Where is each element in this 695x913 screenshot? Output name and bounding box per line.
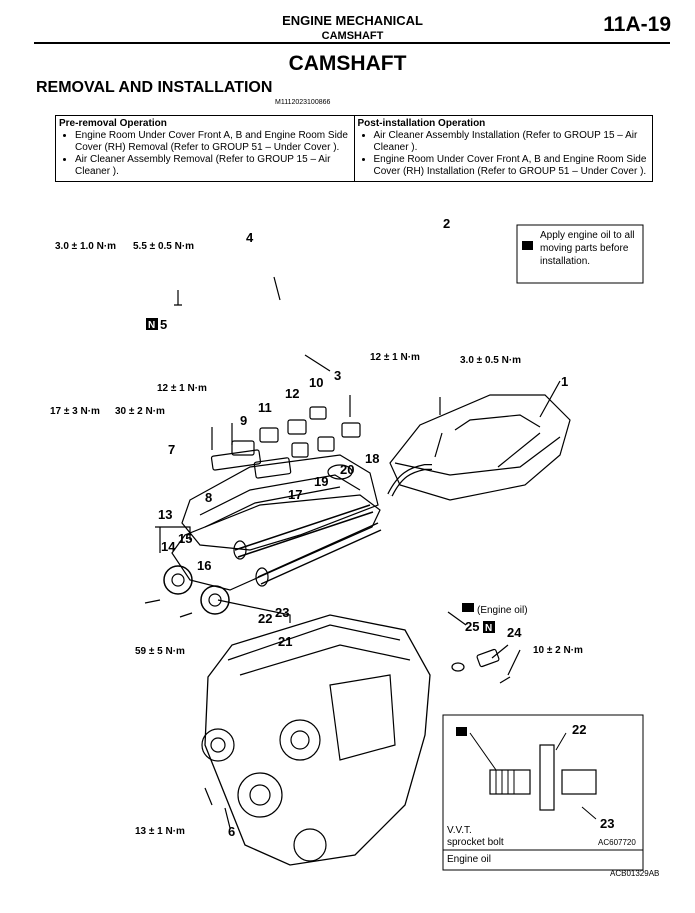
part-number: 7 [168, 442, 175, 457]
part-number: 25 [465, 619, 479, 634]
torque-label: 10 ± 2 N·m [533, 645, 583, 656]
part-number: 14 [161, 539, 176, 554]
post-installation-list: Air Cleaner Assembly Installation (Refer… [358, 130, 650, 178]
part-number: 19 [314, 474, 328, 489]
torque-label: 59 ± 5 N·m [135, 646, 185, 657]
new-part-mark [146, 318, 158, 330]
gasket-drawing [171, 494, 381, 591]
part-number: 3 [334, 368, 341, 383]
post-installation-item: Engine Room Under Cover Front A, B and E… [374, 154, 650, 178]
new-part-mark-text: N [148, 320, 155, 331]
torque-label: 17 ± 3 N·m [50, 406, 100, 417]
post-installation-cell: Post-installation Operation Air Cleaner … [353, 115, 653, 182]
header-subsection: CAMSHAFT [321, 30, 384, 42]
rocker-cover-drawing [181, 454, 379, 551]
oil-note-line-3: installation. [540, 256, 590, 267]
torque-label: 3.0 ± 0.5 N·m [460, 355, 521, 366]
part-number: 17 [288, 487, 302, 502]
pre-removal-cell: Pre-removal Operation Engine Room Under … [55, 115, 355, 182]
part-number: 13 [158, 507, 172, 522]
pre-removal-item: Engine Room Under Cover Front A, B and E… [75, 130, 351, 154]
part-number: 4 [246, 230, 254, 245]
torque-label: 5.5 ± 0.5 N·m [133, 241, 194, 252]
operations-table: Pre-removal Operation Engine Room Under … [55, 115, 653, 182]
part-number: 8 [205, 490, 212, 505]
vvt-bolt-inset: 22 23 V.V.T. sprocket bolt AC607720 Engi… [442, 714, 644, 871]
inset-part-22: 22 [572, 722, 586, 737]
part-number: 23 [275, 605, 289, 620]
part-number: 6 [228, 824, 235, 839]
part-number: 18 [365, 451, 379, 466]
inset-footer: Engine oil [447, 854, 491, 865]
part-number: 20 [340, 462, 354, 477]
part-number: 21 [278, 634, 292, 649]
header-section: ENGINE MECHANICAL [282, 13, 423, 28]
pre-removal-item: Air Cleaner Assembly Removal (Refer to G… [75, 154, 351, 178]
part-number: 5 [160, 317, 167, 332]
inset-code: AC607720 [598, 838, 636, 847]
oil-note-line-1: Apply engine oil to all [540, 230, 635, 241]
part-number: 16 [197, 558, 211, 573]
camshaft-exploded-diagram: Apply engine oil to all moving parts bef… [50, 216, 659, 878]
page-title: CAMSHAFT [288, 52, 407, 75]
part-number: 22 [258, 611, 272, 626]
oil-note-line-2: moving parts before [540, 243, 629, 254]
section-subtitle: REMOVAL AND INSTALLATION [36, 79, 273, 96]
page-number: 11A-19 [603, 13, 671, 36]
new-part-mark-text: N [485, 623, 492, 634]
part-number: 15 [178, 531, 192, 546]
pre-removal-heading: Pre-removal Operation [59, 118, 167, 129]
inset-label-sprocket-bolt: sprocket bolt [447, 837, 504, 848]
engine-oil-tag: (Engine oil) [477, 605, 528, 616]
torque-label: 12 ± 1 N·m [157, 383, 207, 394]
part-number: 11 [258, 400, 272, 415]
torque-label: 30 ± 2 N·m [115, 406, 165, 417]
part-number: 10 [309, 375, 323, 390]
part-number: 2 [443, 216, 450, 231]
pre-removal-list: Engine Room Under Cover Front A, B and E… [59, 130, 351, 178]
inset-part-23: 23 [600, 816, 614, 831]
part-number: 12 [285, 386, 299, 401]
header-rule [34, 42, 670, 44]
engine-cover-drawing [389, 394, 571, 501]
new-part-mark [483, 621, 495, 633]
part-number: 9 [240, 413, 247, 428]
document-id: M1112023100866 [275, 99, 331, 106]
figure-code: ACB01329AB [610, 869, 659, 878]
part-number: 1 [561, 374, 568, 389]
torque-label: 12 ± 1 N·m [370, 352, 420, 363]
post-installation-item: Air Cleaner Assembly Installation (Refer… [374, 130, 650, 154]
torque-label: 3.0 ± 1.0 N·m [55, 241, 116, 252]
oil-can-icon [462, 603, 474, 612]
inset-label-vvt: V.V.T. [447, 825, 472, 836]
torque-label: 13 ± 1 N·m [135, 826, 185, 837]
part-number: 24 [507, 625, 522, 640]
post-installation-heading: Post-installation Operation [357, 118, 486, 129]
engine-block-drawing [204, 614, 431, 866]
